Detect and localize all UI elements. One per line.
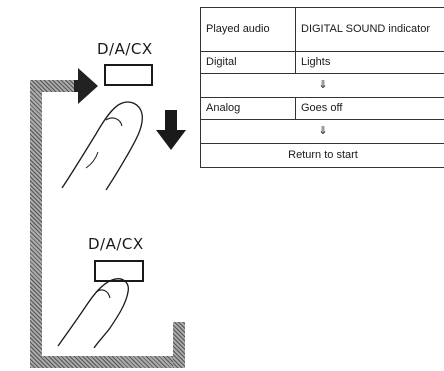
loop-frame-bottom <box>30 356 185 368</box>
header-indicator: DIGITAL SOUND indicator <box>295 7 444 52</box>
row-analog-value: Goes off <box>295 97 444 120</box>
table-header-row: Played audio DIGITAL SOUND indicator <box>200 7 444 52</box>
dacx-button[interactable] <box>94 260 144 282</box>
header-played-audio: Played audio <box>200 7 296 52</box>
arrow-cell: ⇓ <box>200 73 444 98</box>
row-digital-value: Lights <box>295 51 444 74</box>
arrow-row: ⇓ <box>200 73 444 98</box>
button-label-top: D/A/CX <box>97 40 153 58</box>
row-analog-label: Analog <box>200 97 296 120</box>
finger-press-icon <box>61 101 143 191</box>
finger-press-icon <box>57 278 129 348</box>
button-label-bottom: D/A/CX <box>88 235 144 253</box>
row-digital-label: Digital <box>200 51 296 74</box>
return-to-start: Return to start <box>200 143 444 168</box>
table-footer-row: Return to start <box>200 143 444 168</box>
indicator-table: Played audio DIGITAL SOUND indicator Dig… <box>200 7 444 168</box>
table-row: Analog Goes off <box>200 97 444 120</box>
arrow-row: ⇓ <box>200 119 444 144</box>
arrow-cell: ⇓ <box>200 119 444 144</box>
loop-frame-top <box>30 80 78 92</box>
loop-arrow-icon <box>74 68 98 104</box>
loop-frame-left <box>30 80 42 368</box>
table-row: Digital Lights <box>200 51 444 74</box>
loop-frame-right <box>173 322 185 368</box>
down-arrow-icon <box>156 110 186 150</box>
dacx-button[interactable] <box>104 64 153 86</box>
